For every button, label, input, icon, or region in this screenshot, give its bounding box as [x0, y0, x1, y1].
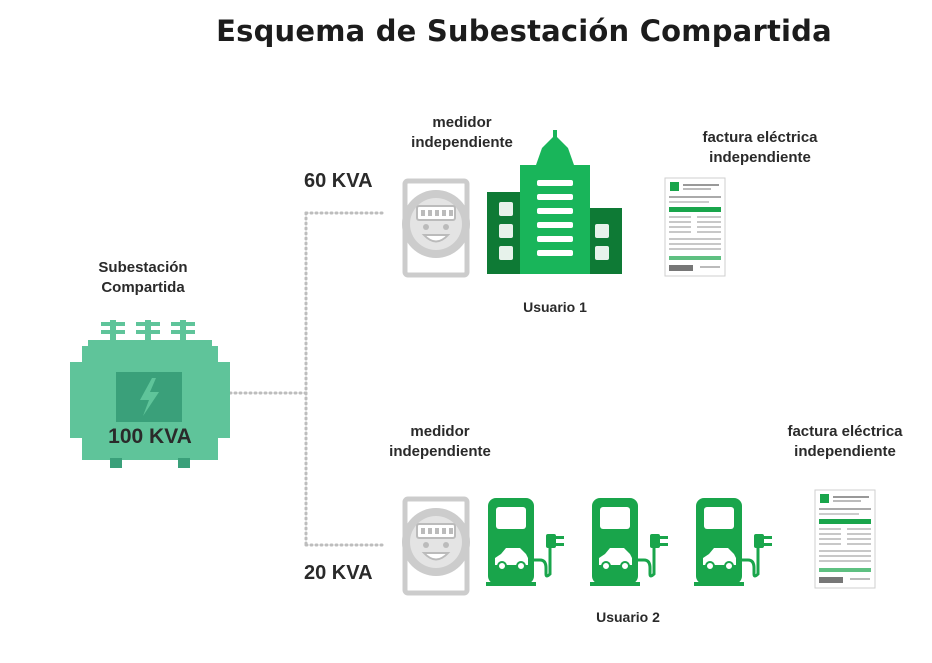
user1-meter-label-line1: medidor: [432, 114, 492, 131]
user2-meter-label-line1: medidor: [410, 423, 470, 440]
user2-bill-label-line2: independiente: [794, 443, 896, 460]
user2-bill-label-line1: factura eléctrica: [787, 423, 903, 440]
user1-meter-label-line2: independiente: [411, 134, 513, 151]
ev-charger-icon: [486, 498, 564, 586]
transformer-icon: [70, 320, 230, 468]
diagram-title: Esquema de Subestación Compartida: [216, 14, 832, 48]
user1-meter-label: medidor independiente: [392, 113, 532, 153]
user2-capacity: 20 KVA: [304, 562, 373, 584]
ev-charger-icon: [694, 498, 772, 586]
user1-bill-label: factura eléctrica independiente: [680, 128, 840, 168]
user2-meter-label-line2: independiente: [389, 443, 491, 460]
building-icon: [487, 130, 622, 274]
user2-name: Usuario 2: [596, 609, 660, 625]
meter-icon-user1: [402, 178, 470, 278]
substation-label-line2: Compartida: [101, 279, 185, 296]
user1-bill-label-line2: independiente: [709, 149, 811, 166]
connection-wires: [228, 211, 385, 547]
meter-icon-user2: [402, 496, 470, 596]
substation-label: Subestación Compartida: [78, 258, 208, 298]
user1-name: Usuario 1: [523, 299, 587, 315]
substation-capacity: 100 KVA: [108, 425, 192, 448]
user1-bill-label-line1: factura eléctrica: [702, 129, 818, 146]
user1-capacity: 60 KVA: [304, 170, 373, 192]
substation-label-line1: Subestación: [98, 259, 188, 276]
user2-meter-label: medidor independiente: [370, 422, 510, 462]
user2-bill-label: factura eléctrica independiente: [765, 422, 925, 462]
bill-document-icon-user1: [664, 177, 726, 277]
ev-charger-icon: [590, 498, 668, 586]
bill-document-icon-user2: [814, 489, 876, 589]
ev-chargers: [486, 498, 772, 586]
